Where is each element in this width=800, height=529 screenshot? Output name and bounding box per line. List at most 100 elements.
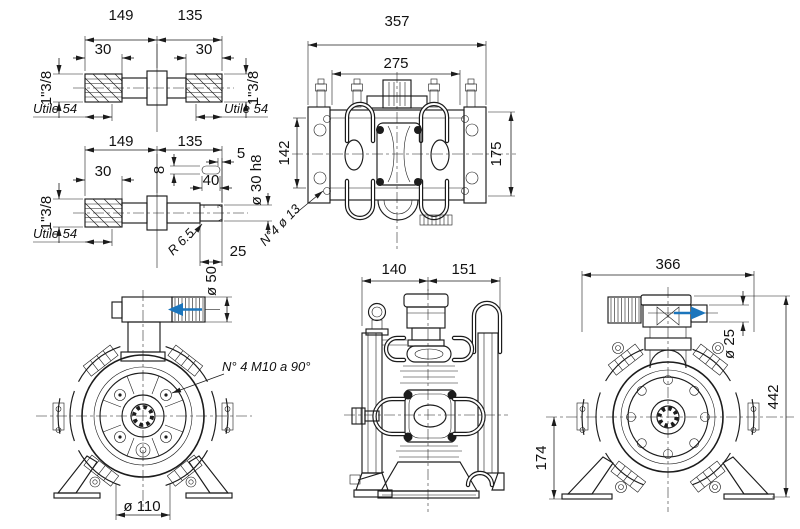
dim-left-height: 142 (276, 117, 306, 189)
dim-label-151: 151 (451, 261, 476, 278)
dim-149-135: 149 135 (84, 133, 223, 268)
dim-thread-size: 1"3/8 1"3/8 (38, 58, 262, 118)
dim-end-length: 25 (199, 221, 247, 266)
casing-lobes (57, 346, 229, 486)
dim-label-175: 175 (488, 141, 505, 166)
suction-manifold (366, 79, 428, 109)
cooling-fins (419, 214, 453, 226)
dim-overall-width: 357 (307, 13, 487, 105)
dim-label-thread: 1"3/8 (38, 196, 55, 231)
dim-label-utile-left: Utile 54 (33, 101, 77, 116)
u-clamps (344, 101, 450, 221)
dim-label-dia25: ø 25 (721, 329, 738, 359)
spline-left (84, 73, 123, 103)
dim-label-30-right: 30 (196, 41, 213, 58)
dim-useful-length: Utile 54 Utile 54 (33, 101, 268, 121)
dim-label-r65: R 6.5 (165, 225, 198, 258)
shaft-boss (121, 394, 165, 438)
hex-nipple (351, 407, 380, 425)
keyway-slot (201, 165, 221, 175)
dim-140-151: 140 151 (361, 261, 501, 326)
dim-label-135: 135 (177, 133, 202, 150)
dim-useful-length: Utile 54 (33, 226, 113, 246)
pump-rear-view: 366 ø 25 442 174 (533, 256, 794, 512)
pump-cover-circle (81, 354, 205, 478)
spline-bore (132, 405, 154, 427)
spline-bore (657, 406, 679, 428)
dim-label-dia30h8: ø 30 h8 (248, 155, 265, 206)
dim-delivery-port: ø 25 (709, 291, 749, 359)
note-label-m10: N° 4 M10 a 90° (222, 359, 310, 374)
casing-lobes (581, 348, 755, 486)
dim-149-135: 149 135 (84, 7, 223, 132)
flow-out-arrow (674, 306, 706, 320)
bell-skirt (349, 445, 495, 499)
dim-hub-circle: ø 110 (115, 484, 171, 520)
dim-label-174: 174 (533, 445, 550, 470)
dim-label-dia110: ø 110 (123, 498, 160, 515)
note-head-bolts: N° 4 M10 a 90° (171, 359, 310, 394)
dim-label-thread-left: 1"3/8 (38, 71, 55, 106)
dim-fillet-radius: R 6.5 (165, 223, 203, 258)
dim-key-offset: 5 (206, 145, 245, 203)
mounting-feet (53, 455, 233, 499)
flow-in-arrow (168, 303, 202, 316)
pump-front-view: ø 50 N° 4 M10 a 90° ø 110 (36, 266, 310, 520)
accumulator (403, 293, 449, 347)
dim-label-149-left: 149 (108, 7, 133, 24)
dim-spline-lengths: 30 30 (73, 41, 234, 74)
dim-label-366: 366 (655, 256, 680, 273)
pump-side-view: 140 151 (344, 261, 508, 512)
suction-elbow (111, 296, 220, 362)
shaft-drawing-both-splined: 149 135 30 30 1"3/8 1"3/8 (33, 7, 268, 132)
dim-label-275: 275 (383, 55, 408, 72)
note-label-n4-dia13: N°4 ø 13 (256, 201, 303, 249)
dim-key-length: 40 (190, 172, 232, 191)
pump-head-side (403, 389, 457, 443)
dim-label-135-right: 135 (177, 7, 202, 24)
dim-suction-port: ø 50 (203, 266, 232, 323)
dim-spline-length: 30 (73, 163, 134, 199)
control-valve (365, 302, 389, 336)
dim-overall-width: 366 (581, 256, 755, 332)
dim-inner-width: 275 (331, 55, 461, 105)
pump-top-view: 357 275 142 175 N°4 ø 13 (256, 13, 516, 250)
dim-key-width: 8 (151, 154, 200, 186)
dim-label-5: 5 (237, 145, 245, 162)
spline-right (185, 73, 223, 103)
side-clamps (372, 335, 486, 437)
dim-thread-size: 1"3/8 (38, 183, 83, 243)
dim-label-dia50: ø 50 (203, 266, 220, 296)
dim-label-40: 40 (203, 172, 220, 189)
gearbox-dome (377, 199, 419, 221)
dim-axis-height: 174 (533, 417, 566, 500)
flange-bolts (114, 389, 172, 458)
dim-label-149: 149 (108, 133, 133, 150)
mounting-holes (313, 115, 479, 195)
dim-label-thread-right: 1"3/8 (245, 71, 262, 106)
delivery-fitting (607, 294, 718, 369)
dim-label-30: 30 (95, 163, 112, 180)
rear-cover-circle (612, 361, 724, 473)
bell-spokes (102, 375, 184, 457)
dim-right-height: 175 (488, 111, 515, 197)
dim-label-357: 357 (384, 13, 409, 30)
shaft-drawing-spline-keyed: 149 135 30 5 8 (33, 133, 272, 268)
dim-overall-height: 442 (694, 295, 790, 498)
housing-clamps (576, 342, 760, 493)
spline-left (84, 198, 123, 228)
dim-label-utile-right: Utile 54 (224, 101, 268, 116)
mounting-feet (561, 456, 775, 500)
dim-label-442: 442 (765, 384, 782, 409)
shaft-boss (650, 399, 686, 435)
dim-label-140: 140 (381, 261, 406, 278)
dim-label-25: 25 (230, 243, 247, 260)
dim-label-142: 142 (276, 140, 293, 165)
pump-head-top (344, 122, 450, 186)
stud-bolts (315, 78, 477, 108)
right-plate (477, 332, 499, 474)
cover-bolt-holes (626, 375, 710, 459)
side-housing-clamps (52, 344, 234, 488)
